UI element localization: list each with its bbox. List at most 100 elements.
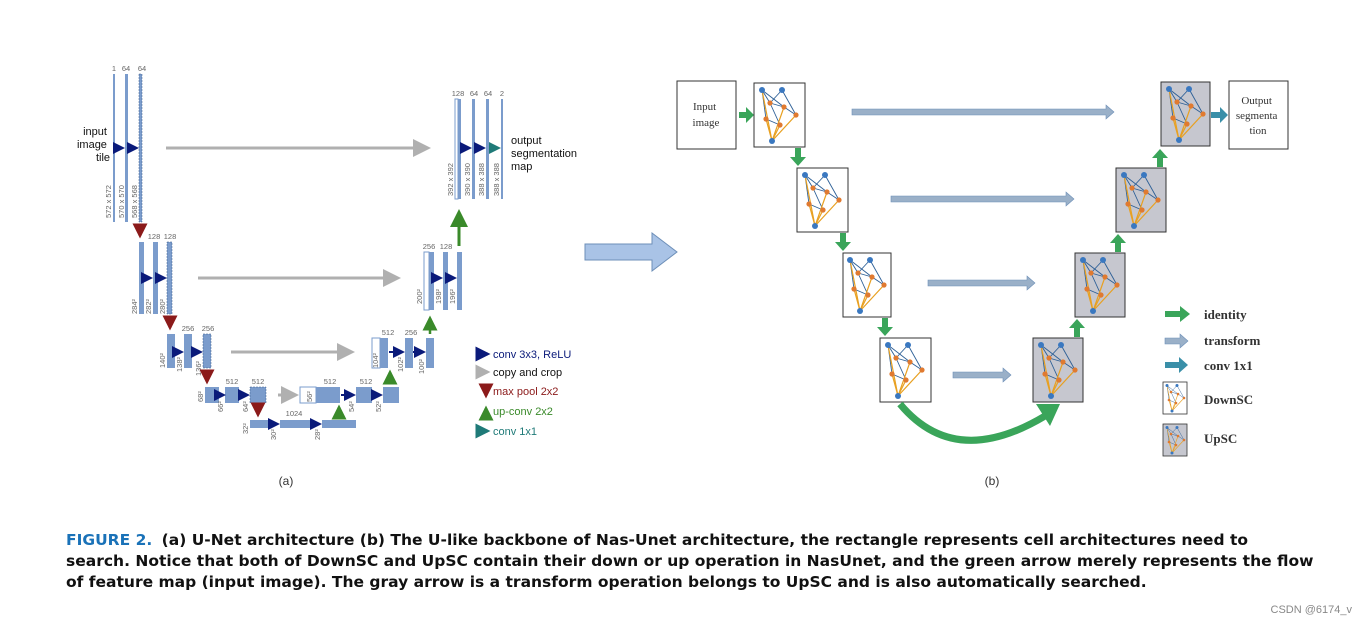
unet-legend: conv 3x3, ReLU copy and crop max pool 2x… <box>475 346 571 439</box>
channel-label: 256 <box>405 328 418 337</box>
unet-level3-right: 512 256 104² 102² 100² <box>371 315 438 374</box>
input-image-text: Input image <box>693 101 720 129</box>
watermark: CSDN @6174_v <box>1270 604 1352 616</box>
feature-map <box>501 99 503 199</box>
channel-label: 64 <box>484 89 492 98</box>
legend-conv1x1-label: conv 1x1 <box>493 426 537 438</box>
downsc-cell <box>842 252 892 318</box>
channel-label: 64 <box>470 89 478 98</box>
channel-label: 512 <box>382 328 395 337</box>
feature-map <box>113 74 115 222</box>
unet-level4-left: 512 512 68² 66² 64² <box>196 377 267 418</box>
legend-transform-icon <box>1164 333 1189 349</box>
legend-downsc-label: DownSC <box>1204 392 1253 407</box>
panel-b-label: (b) <box>985 474 1000 488</box>
channel-label: 256 <box>423 242 436 251</box>
channel-label: 256 <box>182 324 195 333</box>
feature-map <box>380 338 388 368</box>
unet-level1-left: 1 64 64 572 x 572 570 x 570 568 x 568 <box>104 64 148 239</box>
channel-label: 128 <box>164 232 177 241</box>
size-label: 54² <box>347 401 356 412</box>
channel-label: 128 <box>148 232 161 241</box>
figure-number: FIGURE 2. <box>66 531 153 549</box>
unet-level1-right: 128 64 64 2 392 x 392 390 x 390 388 x 38… <box>446 89 504 200</box>
transition-arrow <box>584 231 678 273</box>
size-label: 568 x 568 <box>130 185 139 218</box>
size-label: 68² <box>196 391 205 402</box>
size-label: 102² <box>396 356 405 372</box>
output-segmentation-box <box>1228 80 1289 150</box>
identity-arrow <box>739 107 754 123</box>
legend-upsc-icon <box>1162 423 1188 457</box>
feature-map <box>166 241 173 315</box>
identity-arrow <box>877 318 893 336</box>
size-label: 66² <box>216 401 225 412</box>
size-label: 392 x 392 <box>446 163 455 196</box>
upsc-cell <box>1074 252 1126 318</box>
channel-label: 128 <box>452 89 465 98</box>
size-label: 140² <box>158 352 167 368</box>
caption-text: (a) U-Net architecture (b) The U-like ba… <box>66 531 1314 591</box>
bottom-identity-curve <box>897 401 1047 444</box>
identity-arrow <box>1110 234 1126 252</box>
channel-label: 64 <box>138 64 146 73</box>
upsc-cell <box>1115 167 1167 233</box>
feature-map <box>249 386 267 404</box>
legend-identity-icon <box>1165 306 1190 322</box>
feature-map <box>472 99 475 199</box>
channel-label: 1 <box>112 64 116 73</box>
transform-arrow <box>927 275 1036 291</box>
feature-map <box>250 420 270 428</box>
legend-identity-label: identity <box>1204 307 1247 322</box>
output-segmentation-text: Output segmenta tion <box>1236 95 1280 137</box>
channel-label: 512 <box>226 377 239 386</box>
output-label: output segmentation map <box>511 135 580 173</box>
legend-maxpool-label: max pool 2x2 <box>493 386 558 398</box>
unet-level2-right: 256 128 200² 198² 196² <box>415 209 468 311</box>
feature-map <box>167 334 175 368</box>
feature-map <box>457 252 462 310</box>
feature-map <box>486 99 489 199</box>
feature-map <box>454 98 459 200</box>
size-label: 196² <box>448 288 457 304</box>
legend-upsc-label: UpSC <box>1204 431 1237 446</box>
channel-label: 512 <box>252 377 265 386</box>
legend-upconv-label: up-conv 2x2 <box>493 406 553 418</box>
panel-a-label: (a) <box>279 474 294 488</box>
legend-conv-label: conv 3x3, ReLU <box>493 349 571 361</box>
input-label: input image tile <box>77 126 110 164</box>
figure-caption: FIGURE 2. (a) U-Net architecture (b) The… <box>66 530 1316 593</box>
unet-nasunet-figure: input image tile 1 64 64 572 x 572 570 x… <box>77 64 1289 488</box>
transform-arrow <box>851 104 1115 120</box>
size-label: 390 x 390 <box>463 163 472 196</box>
transform-arrow <box>890 191 1075 207</box>
feature-map <box>322 420 356 428</box>
nasunet-panel: Input image Output segmenta tion <box>676 80 1289 488</box>
channel-label: 1024 <box>286 409 303 418</box>
size-label: 284² <box>130 298 139 314</box>
feature-map <box>205 387 219 403</box>
feature-map <box>423 251 430 311</box>
feature-map <box>316 387 340 403</box>
channel-label: 2 <box>500 89 504 98</box>
size-label: 282² <box>144 298 153 314</box>
channel-label: 512 <box>324 377 337 386</box>
bottom-identity-arrowhead <box>1036 404 1060 426</box>
transform-arrow <box>952 367 1012 383</box>
channel-label: 256 <box>202 324 215 333</box>
channel-label: 512 <box>360 377 373 386</box>
feature-map <box>280 420 310 428</box>
upsc-cell <box>1032 337 1084 403</box>
size-label: 32² <box>241 423 250 434</box>
identity-arrow <box>1152 149 1168 167</box>
size-label: 138² <box>175 356 184 372</box>
upsc-cell <box>1160 81 1211 147</box>
identity-arrow <box>790 148 806 166</box>
size-label: 570 x 570 <box>117 185 126 218</box>
unet-panel: input image tile 1 64 64 572 x 572 570 x… <box>77 64 580 488</box>
feature-map <box>125 74 128 222</box>
unet-level4-right: 512 512 56² 54² 52² <box>299 369 399 412</box>
input-image-box <box>676 80 737 150</box>
size-label: 56² <box>305 391 314 402</box>
feature-map <box>383 387 399 403</box>
